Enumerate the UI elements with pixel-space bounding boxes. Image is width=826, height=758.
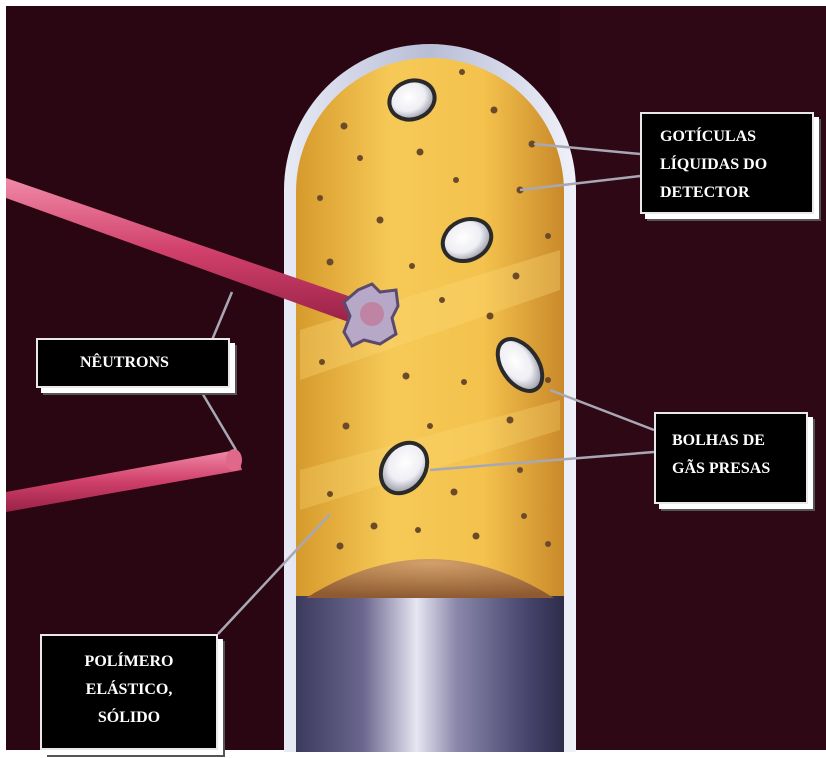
callout-neutrons: NÊUTRONS <box>36 338 230 388</box>
metal-base <box>296 596 564 752</box>
label-line: LÍQUIDAS DO <box>660 151 812 179</box>
collision-core <box>360 302 384 326</box>
label-line: SÓLIDO <box>42 704 216 732</box>
label-line: ELÁSTICO, <box>42 676 216 704</box>
label-line: GOTÍCULAS <box>660 123 812 151</box>
neutron-beam-tip <box>226 449 242 471</box>
callout-detector-droplets: GOTÍCULAS LÍQUIDAS DO DETECTOR <box>640 112 814 214</box>
label-line: DETECTOR <box>660 179 812 207</box>
callout-gas-bubbles: BOLHAS DE GÃS PRESAS <box>654 412 808 504</box>
label-line: POLÍMERO <box>42 648 216 676</box>
label-line: NÊUTRONS <box>80 349 228 377</box>
callout-elastic-polymer: POLÍMERO ELÁSTICO, SÓLIDO <box>40 634 218 750</box>
label-line: BOLHAS DE <box>672 427 806 455</box>
label-line: GÃS PRESAS <box>672 455 806 483</box>
